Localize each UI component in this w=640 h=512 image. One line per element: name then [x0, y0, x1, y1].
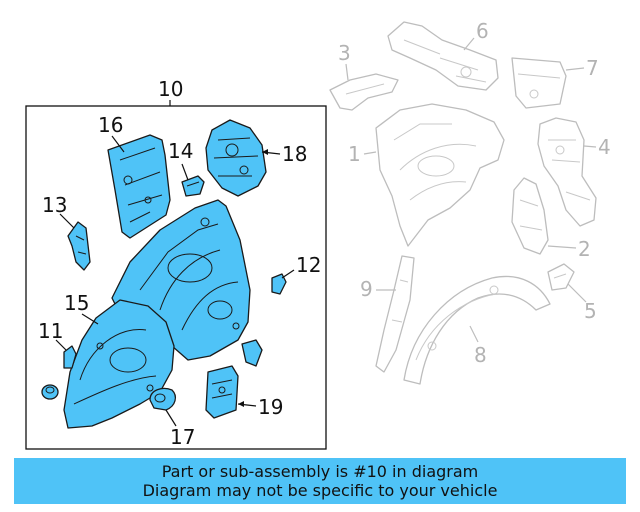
callout-12: 12: [296, 253, 321, 277]
part-5[interactable]: [547, 263, 575, 291]
leader-4: [583, 145, 597, 148]
leader-16: [111, 135, 125, 153]
leader-5: [567, 283, 587, 303]
part-7[interactable]: [511, 57, 567, 109]
callout-17: 17: [170, 425, 195, 449]
part-16[interactable]: [107, 134, 171, 239]
part-2[interactable]: [511, 177, 549, 255]
leader-15: [81, 313, 99, 325]
part-18[interactable]: [205, 119, 267, 197]
part-small-bracket[interactable]: [241, 339, 263, 367]
banner-line-2: Diagram may not be specific to your vehi…: [142, 481, 498, 500]
part-15[interactable]: [63, 299, 175, 429]
banner-line-1: Part or sub-assembly is #10 in diagram: [161, 462, 479, 481]
callout-8: 8: [474, 343, 487, 367]
callout-6: 6: [476, 19, 489, 43]
part-grommet[interactable]: [41, 384, 59, 400]
parts-diagram: 10 16 14 18 13: [25, 19, 611, 450]
arrow-19: [238, 401, 244, 407]
part-11[interactable]: [63, 345, 77, 369]
leader-6: [463, 37, 475, 51]
callout-7: 7: [586, 56, 599, 80]
info-banner: Part or sub-assembly is #10 in diagram D…: [14, 458, 626, 504]
part-9[interactable]: [375, 255, 415, 373]
callout-15: 15: [64, 291, 89, 315]
part-14[interactable]: [181, 175, 205, 197]
leader-1: [363, 151, 377, 155]
part-17[interactable]: [149, 387, 177, 411]
part-1[interactable]: [375, 103, 505, 247]
part-12[interactable]: [271, 273, 287, 295]
callout-19: 19: [258, 395, 283, 419]
callout-3: 3: [338, 41, 351, 65]
part-8[interactable]: [403, 275, 551, 385]
part-19[interactable]: [205, 365, 239, 419]
callout-5: 5: [584, 299, 597, 323]
part-4[interactable]: [537, 117, 597, 227]
arrow-18: [262, 149, 268, 155]
callout-11: 11: [38, 319, 63, 343]
callout-4: 4: [598, 135, 611, 159]
leader-11: [55, 339, 67, 351]
part-6[interactable]: [387, 21, 499, 91]
leader-7: [565, 67, 585, 71]
leader-13: [59, 213, 75, 229]
assembly-10-frame: [25, 105, 327, 450]
part-13[interactable]: [67, 221, 91, 271]
callout-13: 13: [42, 193, 67, 217]
leader-14: [181, 163, 189, 181]
leader-12: [281, 269, 295, 279]
part-3[interactable]: [329, 73, 399, 111]
callout-16: 16: [98, 113, 123, 137]
leader-17: [165, 409, 177, 427]
callout-10: 10: [158, 77, 183, 101]
callout-2: 2: [578, 237, 591, 261]
callout-9: 9: [360, 277, 373, 301]
leader-8: [469, 325, 479, 343]
callout-1: 1: [348, 142, 361, 166]
leader-3: [345, 63, 349, 81]
callout-18: 18: [282, 142, 307, 166]
callout-14: 14: [168, 139, 193, 163]
leader-2: [547, 245, 577, 249]
